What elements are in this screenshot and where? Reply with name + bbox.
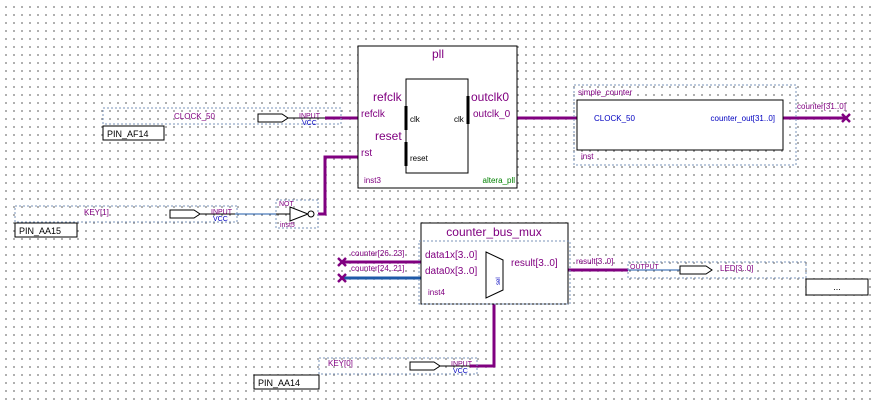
mux-port-data1x: data1x[3..0] xyxy=(425,250,477,261)
output-pin-led[interactable]: OUTPUT LED[3..0] ... xyxy=(627,261,869,296)
not-gate-label: NOT xyxy=(279,201,295,208)
mux-wire-data1x-label: counter[26..23] xyxy=(351,249,404,258)
not-gate-triangle-icon xyxy=(289,206,310,222)
simple-counter-block[interactable]: simple_counter CLOCK_50 counter_out[31..… xyxy=(573,84,797,166)
pll-port-refclk: refclk xyxy=(373,90,403,104)
input-pin-clock50[interactable]: CLOCK_50 INPUT VCC PIN_AF14 xyxy=(102,107,342,141)
mux-sel-label: sel xyxy=(496,277,502,285)
input-key1-vcc: VCC xyxy=(213,216,228,223)
data1x-bus-terminator-icon xyxy=(337,257,347,267)
mux-title: counter_bus_mux xyxy=(446,225,541,239)
simple-counter-box xyxy=(576,99,784,151)
input-key0-dashed-frame xyxy=(318,357,478,375)
input-key1-signal: KEY[1] xyxy=(84,208,109,217)
mux-symbol-icon xyxy=(485,251,504,299)
simple-counter-title: simple_counter xyxy=(578,88,633,97)
pll-pin-outclk-0: outclk_0 xyxy=(473,109,511,120)
not-gate-instance: inst5 xyxy=(280,222,295,229)
simple-counter-port-out: counter_out[31..0] xyxy=(711,114,776,123)
mux-block[interactable]: counter_bus_mux sel data1x[3..0] data0x[… xyxy=(418,222,571,305)
mux-port-result: result[3..0] xyxy=(511,258,558,269)
input-key0-signal: KEY[0] xyxy=(328,359,353,368)
counter-out-wire-label: counter[31..0] xyxy=(797,102,846,111)
counter-bus-terminator-icon xyxy=(841,113,851,123)
input-pin-key0[interactable]: KEY[0] INPUT VCC PIN_AA14 xyxy=(253,357,478,390)
input-key0-pin-shape xyxy=(409,361,441,371)
input-key0-type: INPUT xyxy=(451,361,473,368)
pll-pin-refclk: refclk xyxy=(361,109,386,120)
simple-counter-dashed-frame xyxy=(573,84,797,166)
pll-pin-rst: rst xyxy=(361,148,372,159)
not-gate-bubble-icon xyxy=(307,210,315,218)
input-pin-key1[interactable]: KEY[1] INPUT VCC PIN_AA15 xyxy=(14,205,238,238)
input-key1-dashed-frame xyxy=(14,205,238,223)
wire-key0-to-mux-sel xyxy=(470,298,496,368)
mux-port-data0x: data0x[3..0] xyxy=(425,266,477,277)
data0x-bus-terminator-icon xyxy=(337,273,347,283)
input-clock-type: INPUT xyxy=(299,113,321,120)
pll-inner-clk-out: clk xyxy=(454,115,465,124)
output-led-pin-assignment: ... xyxy=(833,282,841,292)
input-key1-pin-shape xyxy=(169,209,201,219)
pll-port-outclk0: outclk0 xyxy=(471,90,509,104)
input-clock-vcc: VCC xyxy=(302,120,317,127)
pll-port-reset: reset xyxy=(375,129,402,143)
pll-inner-reset: reset xyxy=(410,154,429,163)
simple-counter-instance: inst xyxy=(581,152,594,161)
output-led-signal: LED[3..0] xyxy=(720,264,753,273)
simple-counter-port-in: CLOCK_50 xyxy=(594,114,635,123)
pll-block[interactable]: pll refclk reset outclk0 refclk rst outc… xyxy=(357,45,518,189)
input-key1-pin-assignment: PIN_AA15 xyxy=(19,226,61,236)
mux-wire-data0x-label: counter[24..21] xyxy=(351,264,404,273)
input-key0-pin-box xyxy=(253,374,320,390)
mux-instance: inst4 xyxy=(428,288,445,297)
input-clock-pin-assignment: PIN_AF14 xyxy=(107,129,149,139)
pll-instance: inst3 xyxy=(364,176,381,185)
mux-wire-result-label: result[3..0] xyxy=(576,257,613,266)
not-gate[interactable]: NOT inst5 xyxy=(275,199,319,229)
input-clock-dashed-frame xyxy=(102,107,342,125)
pll-inner-box xyxy=(405,78,469,174)
mux-dashed-frame xyxy=(418,240,571,305)
pll-inner-clk: clk xyxy=(410,115,421,124)
output-led-type: OUTPUT xyxy=(630,264,660,271)
input-key1-type: INPUT xyxy=(211,209,233,216)
input-key0-pin-assignment: PIN_AA14 xyxy=(258,378,300,388)
input-clock-pin-shape xyxy=(257,113,289,123)
input-clock-pin-box xyxy=(102,125,165,141)
output-led-pin-shape xyxy=(679,265,713,275)
output-led-pin-box xyxy=(805,278,869,296)
output-led-dashed-frame xyxy=(627,261,807,279)
pll-title: pll xyxy=(432,47,444,61)
input-key1-pin-box xyxy=(14,222,78,238)
input-key0-vcc: VCC xyxy=(453,368,468,375)
pll-ip-name: altera_pll xyxy=(483,176,516,185)
input-clock-signal: CLOCK_50 xyxy=(174,112,215,121)
